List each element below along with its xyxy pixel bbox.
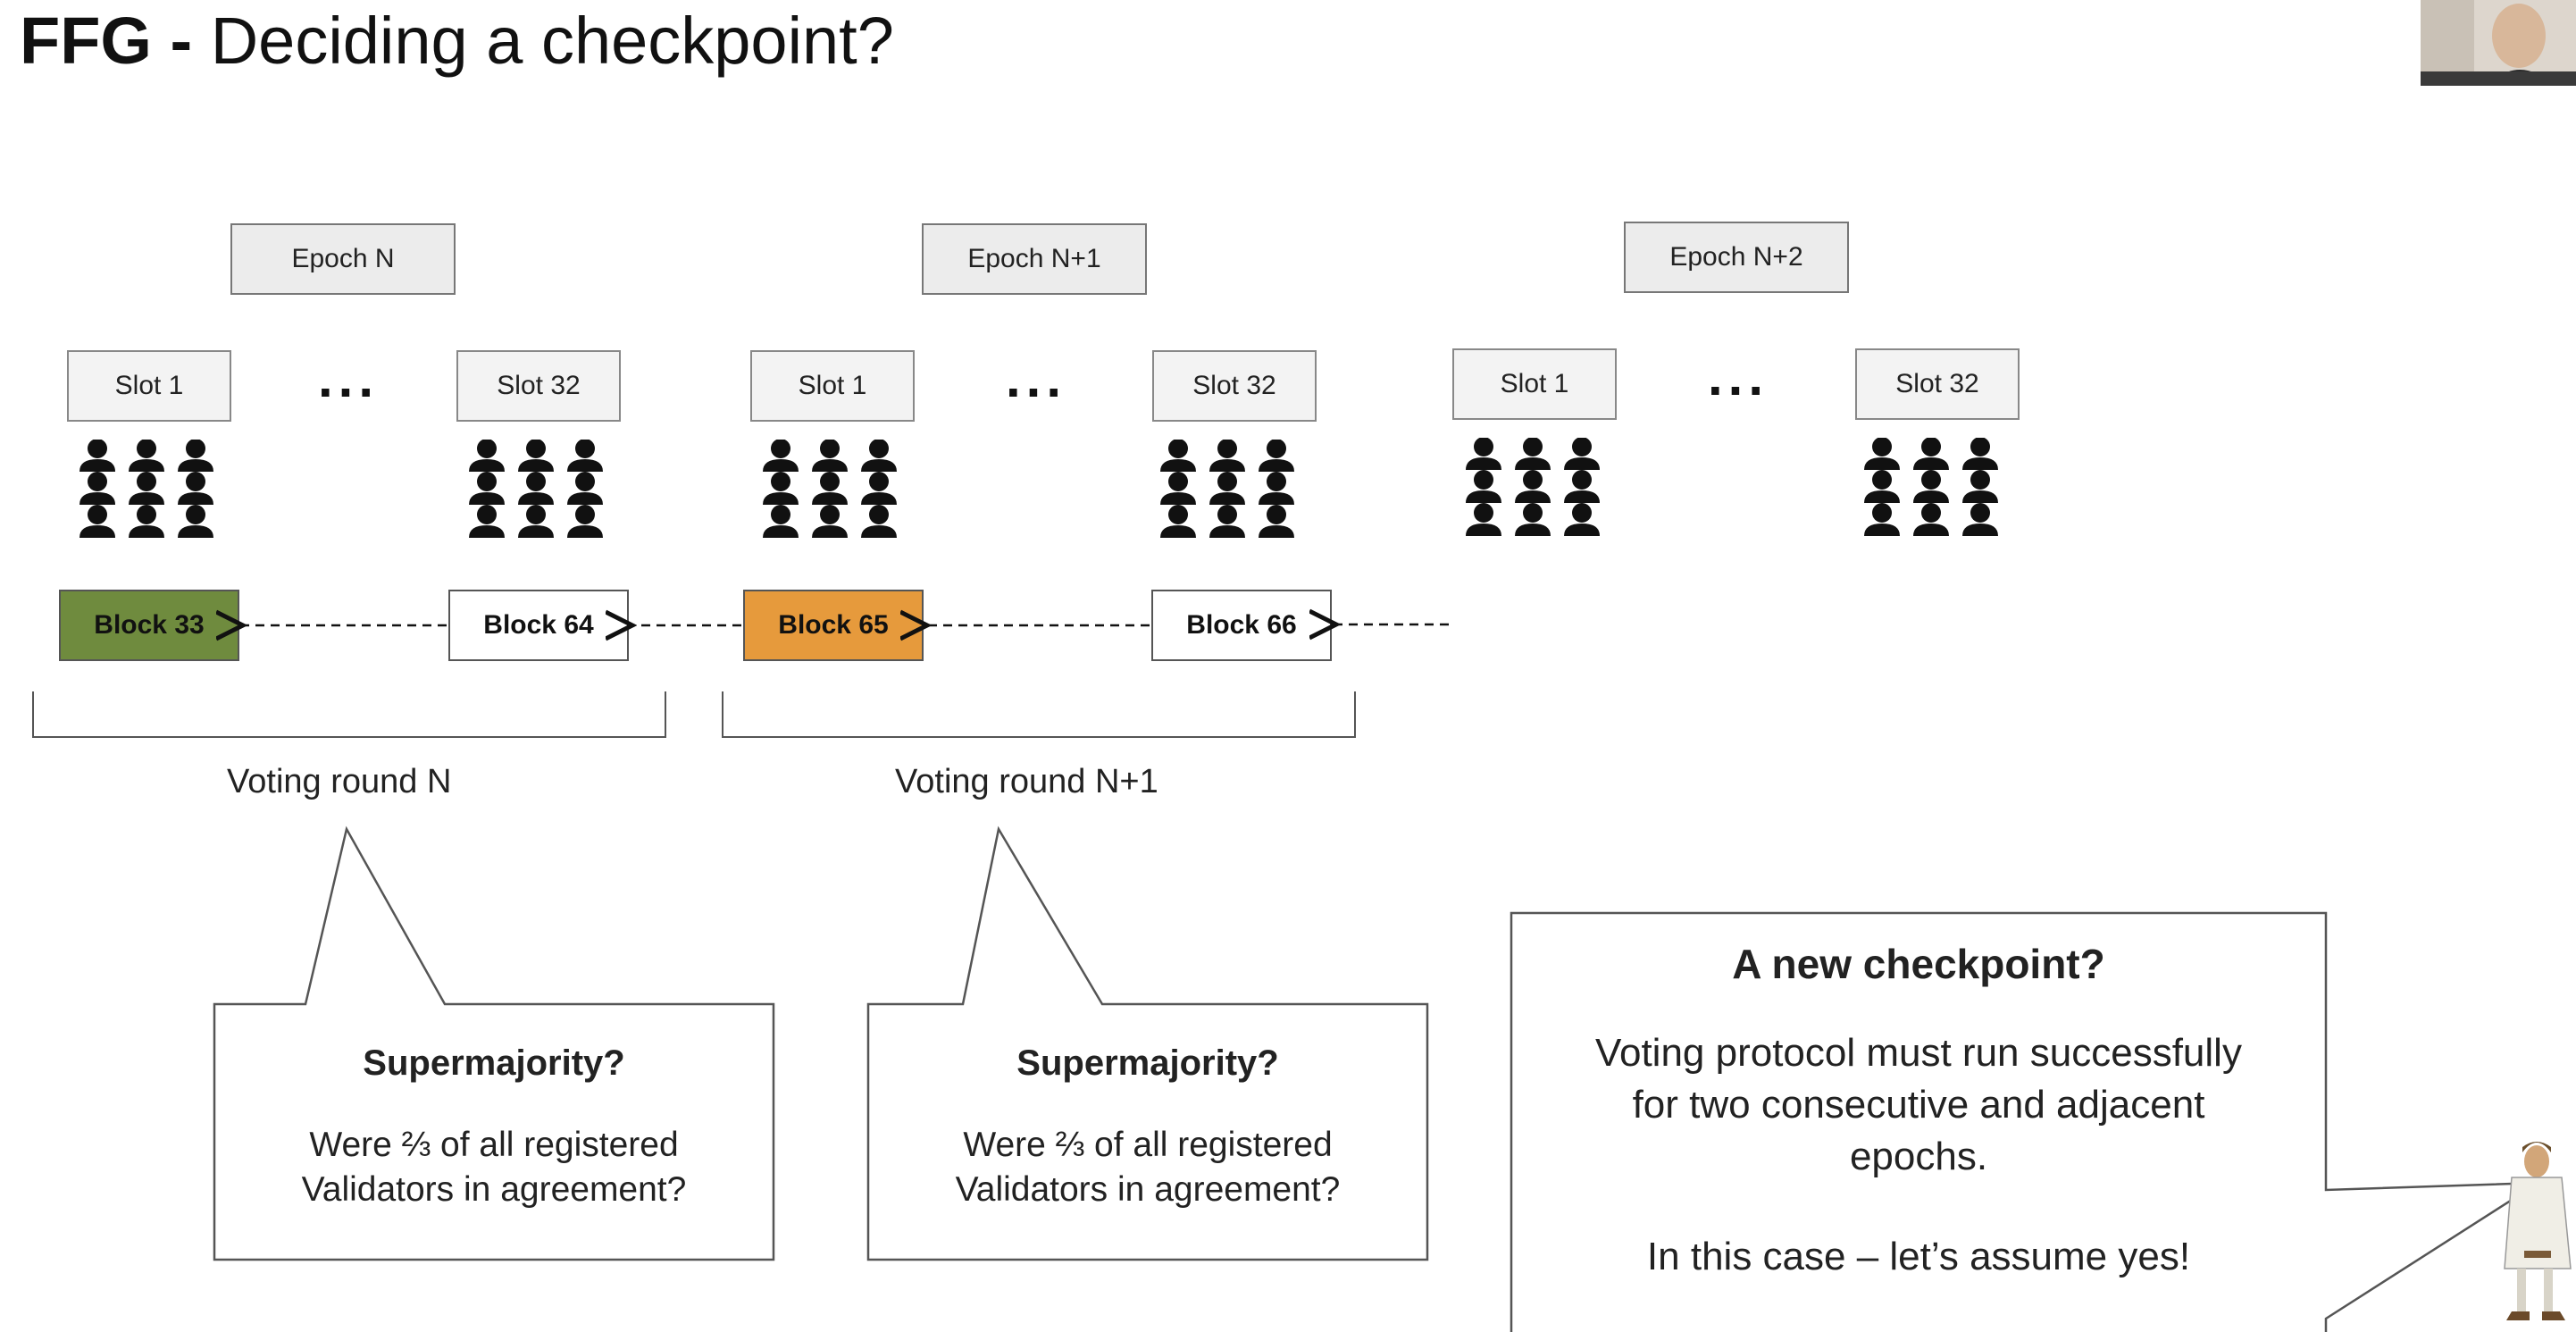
ellipsis: ...	[1006, 348, 1067, 408]
checkpoint-text: A new checkpoint? Voting protocol must r…	[1511, 940, 2326, 1279]
supermajority-bubble-n1: Supermajority? Were ⅔ of all registered …	[868, 1043, 1427, 1212]
slot-label: Slot 1	[67, 350, 231, 422]
bubble-line: Validators in agreement?	[955, 1170, 1341, 1209]
bubble-question: Supermajority?	[363, 1043, 625, 1083]
slot-label: Slot 32	[456, 350, 621, 422]
checkpoint-answer: In this case – let’s assume yes!	[1646, 1235, 2191, 1278]
voting-round-bracket	[32, 691, 666, 738]
checkpoint-line: for two consecutive and adjacent	[1632, 1083, 2205, 1127]
checkpoint-callout	[1510, 911, 2543, 1332]
title-rest: Deciding a checkpoint?	[210, 4, 894, 78]
checkpoint-question: A new checkpoint?	[1732, 941, 2105, 987]
block-33: Block 33	[59, 590, 239, 661]
block-64: Block 64	[448, 590, 629, 661]
bubble-question: Supermajority?	[1016, 1043, 1279, 1083]
voting-round-label: Voting round N	[227, 763, 452, 800]
epoch-n1-label: Epoch N+1	[922, 223, 1147, 295]
slot-label: Slot 1	[750, 350, 915, 422]
bubble-line: Were ⅔ of all registered	[963, 1126, 1333, 1164]
title-bold: FFG -	[20, 4, 211, 78]
checkpoint-line: epochs.	[1849, 1135, 1988, 1178]
bubble-line: Validators in agreement?	[301, 1170, 687, 1209]
checkpoint-line: Voting protocol must run successfully	[1595, 1031, 2242, 1075]
block-66: Block 66	[1151, 590, 1332, 661]
slot-label: Slot 32	[1855, 348, 2020, 420]
supermajority-bubble-n: Supermajority? Were ⅔ of all registered …	[214, 1043, 774, 1212]
voting-round-bracket	[722, 691, 1356, 738]
slot-label: Slot 1	[1452, 348, 1617, 420]
slot-label: Slot 32	[1152, 350, 1317, 422]
ellipsis: ...	[1708, 347, 1769, 406]
epoch-n-label: Epoch N	[230, 223, 456, 295]
page-title: FFG - Deciding a checkpoint?	[20, 2, 894, 80]
speech-bubble-n	[213, 825, 775, 1261]
character-figure	[2504, 1142, 2572, 1320]
ellipsis: ...	[318, 348, 380, 408]
block-65: Block 65	[743, 590, 924, 661]
epoch-n2-label: Epoch N+2	[1624, 222, 1849, 293]
bubble-line: Were ⅔ of all registered	[309, 1126, 679, 1164]
voting-round-label: Voting round N+1	[895, 763, 1158, 800]
webcam-thumbnail	[2421, 0, 2576, 86]
speech-bubble-n1	[866, 825, 1429, 1261]
